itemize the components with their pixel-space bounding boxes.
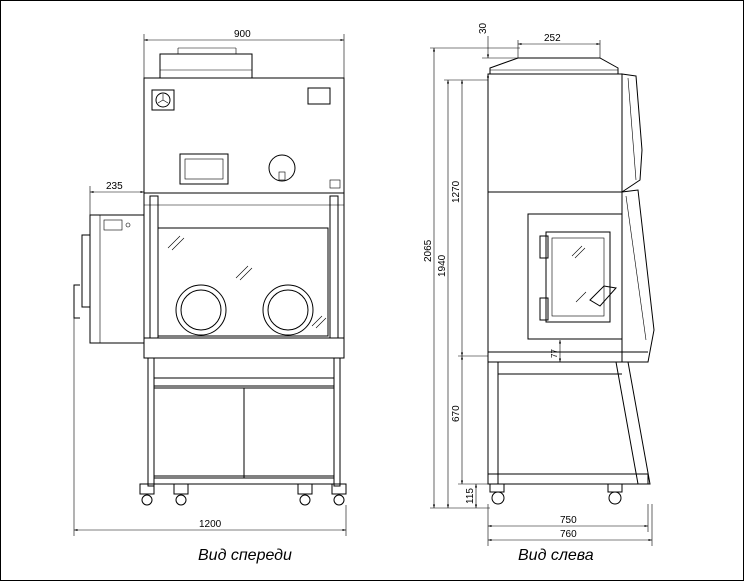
front-stand-leg-left bbox=[147, 357, 155, 487]
front-view bbox=[73, 34, 347, 536]
dim-1940: 1940 bbox=[437, 254, 448, 277]
side-upper-body bbox=[487, 73, 623, 193]
side-chamber bbox=[487, 191, 623, 363]
dim-1270: 1270 bbox=[451, 180, 462, 203]
glove-port-left bbox=[175, 284, 227, 336]
dim-750: 750 bbox=[560, 515, 577, 526]
dim-2065: 2065 bbox=[423, 239, 434, 262]
side-view bbox=[430, 36, 655, 546]
fan-icon bbox=[151, 89, 175, 111]
dim-1200: 1200 bbox=[199, 519, 222, 530]
glove-port-right bbox=[262, 284, 314, 336]
pressure-gauge bbox=[268, 154, 296, 182]
front-small-window bbox=[307, 87, 331, 105]
dim-670: 670 bbox=[451, 405, 462, 422]
front-chamber bbox=[143, 192, 345, 359]
front-stand-leg-right bbox=[333, 357, 341, 487]
dim-760: 760 bbox=[560, 529, 577, 540]
side-stand-leg-rear bbox=[487, 361, 499, 485]
side-passbox-door bbox=[527, 213, 623, 340]
front-upper-body bbox=[143, 77, 345, 194]
dim-115: 115 bbox=[465, 488, 476, 504]
door-handle bbox=[589, 285, 617, 307]
side-view-caption: Вид слева bbox=[518, 547, 594, 564]
front-glass-window bbox=[157, 227, 329, 337]
dim-252: 252 bbox=[544, 33, 561, 44]
control-display bbox=[179, 153, 229, 185]
dim-235: 235 bbox=[106, 181, 123, 192]
dim-77: 77 bbox=[550, 349, 559, 358]
side-passbox bbox=[89, 214, 145, 344]
side-exhaust-cap bbox=[489, 57, 619, 75]
side-stand-leg-front bbox=[615, 361, 651, 485]
dim-900: 900 bbox=[234, 29, 251, 40]
front-exhaust-box bbox=[159, 53, 253, 79]
dim-30: 30 bbox=[478, 22, 489, 34]
front-view-caption: Вид спереди bbox=[198, 547, 292, 564]
